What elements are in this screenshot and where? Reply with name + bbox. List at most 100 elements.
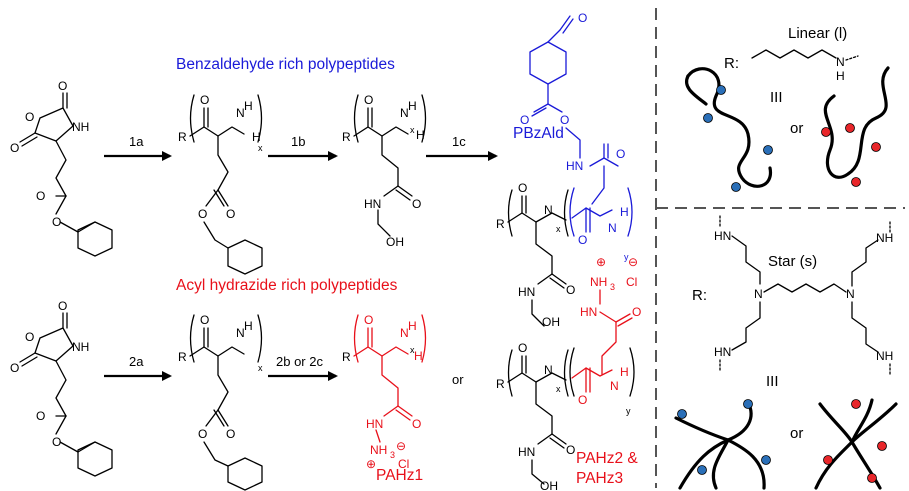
- svg-text:N: N: [544, 203, 553, 217]
- svg-text:OH: OH: [386, 235, 404, 249]
- pahz23-label-line2: PAHz3: [576, 470, 623, 487]
- svg-text:N: N: [754, 287, 763, 301]
- star-bead-red-4: [867, 473, 877, 483]
- star-bead-blue-2: [743, 399, 753, 409]
- linear-bead-red-1: [821, 127, 831, 137]
- svg-text:O: O: [10, 141, 19, 155]
- svg-text:N: N: [610, 379, 619, 393]
- svg-text:HN: HN: [566, 159, 583, 173]
- svg-text:H: H: [252, 130, 261, 144]
- svg-text:NH: NH: [876, 349, 893, 363]
- bn-glu-nca-bottom: O O NH O O O: [10, 299, 113, 477]
- star-polymer-blue: [674, 399, 771, 490]
- svg-text:x: x: [258, 143, 263, 153]
- linear-bead-red-2: [845, 123, 855, 133]
- svg-text:N: N: [608, 221, 617, 235]
- svg-text:R: R: [342, 130, 351, 144]
- star-bead-blue-3: [761, 455, 771, 465]
- linear-equiv: III: [770, 89, 783, 106]
- svg-text:3: 3: [390, 450, 395, 460]
- label-1a: 1a: [129, 134, 144, 149]
- svg-text:O: O: [52, 435, 61, 449]
- pahz1-structure: R O N H H x O HN NH 3 ⊖ ⊕ Cl: [342, 313, 427, 471]
- svg-text:⊖: ⊖: [396, 439, 406, 453]
- svg-text:⊖: ⊖: [628, 255, 638, 269]
- benzaldehyde-heading: Benzaldehyde rich polypeptides: [176, 56, 395, 73]
- svg-text:O: O: [364, 313, 373, 327]
- svg-text:y: y: [626, 406, 631, 416]
- or-between-products: or: [452, 372, 464, 387]
- svg-text:HN: HN: [518, 445, 535, 459]
- svg-text:H: H: [408, 319, 417, 333]
- svg-text:⊕: ⊕: [366, 457, 376, 471]
- linear-chain-blue: [686, 67, 772, 188]
- svg-text:3: 3: [610, 282, 615, 292]
- svg-text:HN: HN: [580, 305, 597, 319]
- svg-text:O: O: [412, 197, 421, 211]
- poly-bn-glu-top: R O N H H x O O: [178, 93, 263, 275]
- svg-text:O: O: [578, 393, 587, 407]
- star-bead-red-2: [877, 441, 887, 451]
- linear-alkyl-chain: [751, 49, 837, 59]
- svg-text:H: H: [620, 365, 629, 379]
- svg-text:O: O: [58, 299, 67, 313]
- svg-text:x: x: [556, 224, 561, 234]
- star-title: Star (s): [768, 253, 817, 270]
- svg-text:O: O: [198, 427, 207, 441]
- svg-text:O: O: [25, 110, 34, 124]
- svg-text:N: N: [236, 106, 245, 120]
- linear-nh-h: H: [836, 69, 845, 83]
- svg-text:Cl: Cl: [626, 275, 637, 289]
- svg-text:O: O: [364, 93, 373, 107]
- svg-text:Cl: Cl: [398, 457, 409, 471]
- star-equiv: III: [766, 373, 779, 390]
- svg-text:O: O: [566, 283, 575, 297]
- svg-text:OH: OH: [542, 315, 560, 329]
- svg-text:H: H: [408, 99, 417, 113]
- linear-bead-blue-1: [716, 85, 726, 95]
- svg-text:O: O: [412, 417, 421, 431]
- star-bead-blue-4: [697, 465, 707, 475]
- svg-text:HN: HN: [364, 197, 381, 211]
- svg-text:x: x: [410, 345, 415, 355]
- label-1b: 1b: [291, 134, 305, 149]
- linear-bead-red-3: [871, 142, 881, 152]
- linear-r-label: R:: [724, 55, 739, 72]
- svg-text:H: H: [244, 319, 253, 333]
- pahz23-structure: ⊕ ⊖ NH 3 Cl HN O R O N x O N H y O HN OH: [496, 255, 641, 491]
- svg-text:N: N: [544, 363, 553, 377]
- svg-text:HN: HN: [714, 345, 731, 359]
- svg-text:R: R: [342, 350, 351, 364]
- svg-text:R: R: [178, 350, 187, 364]
- svg-text:N: N: [400, 106, 409, 120]
- linear-title: Linear (l): [788, 25, 847, 42]
- svg-text:H: H: [416, 128, 425, 142]
- svg-text:N: N: [846, 287, 855, 301]
- star-or: or: [790, 425, 803, 442]
- linear-nh: N: [836, 55, 845, 69]
- svg-text:O: O: [58, 79, 67, 93]
- svg-text:NH: NH: [590, 275, 607, 289]
- star-polymer-red: [814, 398, 898, 490]
- star-bead-blue-1: [677, 409, 687, 419]
- svg-text:R: R: [178, 130, 187, 144]
- poly-hydroxyethyl-glutamine: R O N H H x O HN OH: [342, 93, 427, 249]
- svg-text:NH: NH: [72, 120, 89, 134]
- svg-text:O: O: [518, 181, 527, 195]
- svg-text:O: O: [10, 361, 19, 375]
- svg-text:⊕: ⊕: [596, 255, 606, 269]
- svg-text:R: R: [496, 377, 505, 391]
- svg-text:R: R: [496, 217, 505, 231]
- linear-bead-blue-2: [703, 113, 713, 123]
- svg-text:HN: HN: [714, 229, 731, 243]
- svg-text:O: O: [200, 93, 209, 107]
- svg-text:O: O: [578, 233, 587, 247]
- svg-text:NH: NH: [370, 443, 387, 457]
- star-bead-red-3: [823, 455, 833, 465]
- svg-text:N: N: [236, 326, 245, 340]
- svg-text:HN: HN: [366, 417, 383, 431]
- star-core-structure: HN N HN N NH NH: [714, 215, 893, 375]
- svg-text:H: H: [620, 205, 629, 219]
- svg-text:O: O: [226, 207, 235, 221]
- svg-text:H: H: [244, 99, 253, 113]
